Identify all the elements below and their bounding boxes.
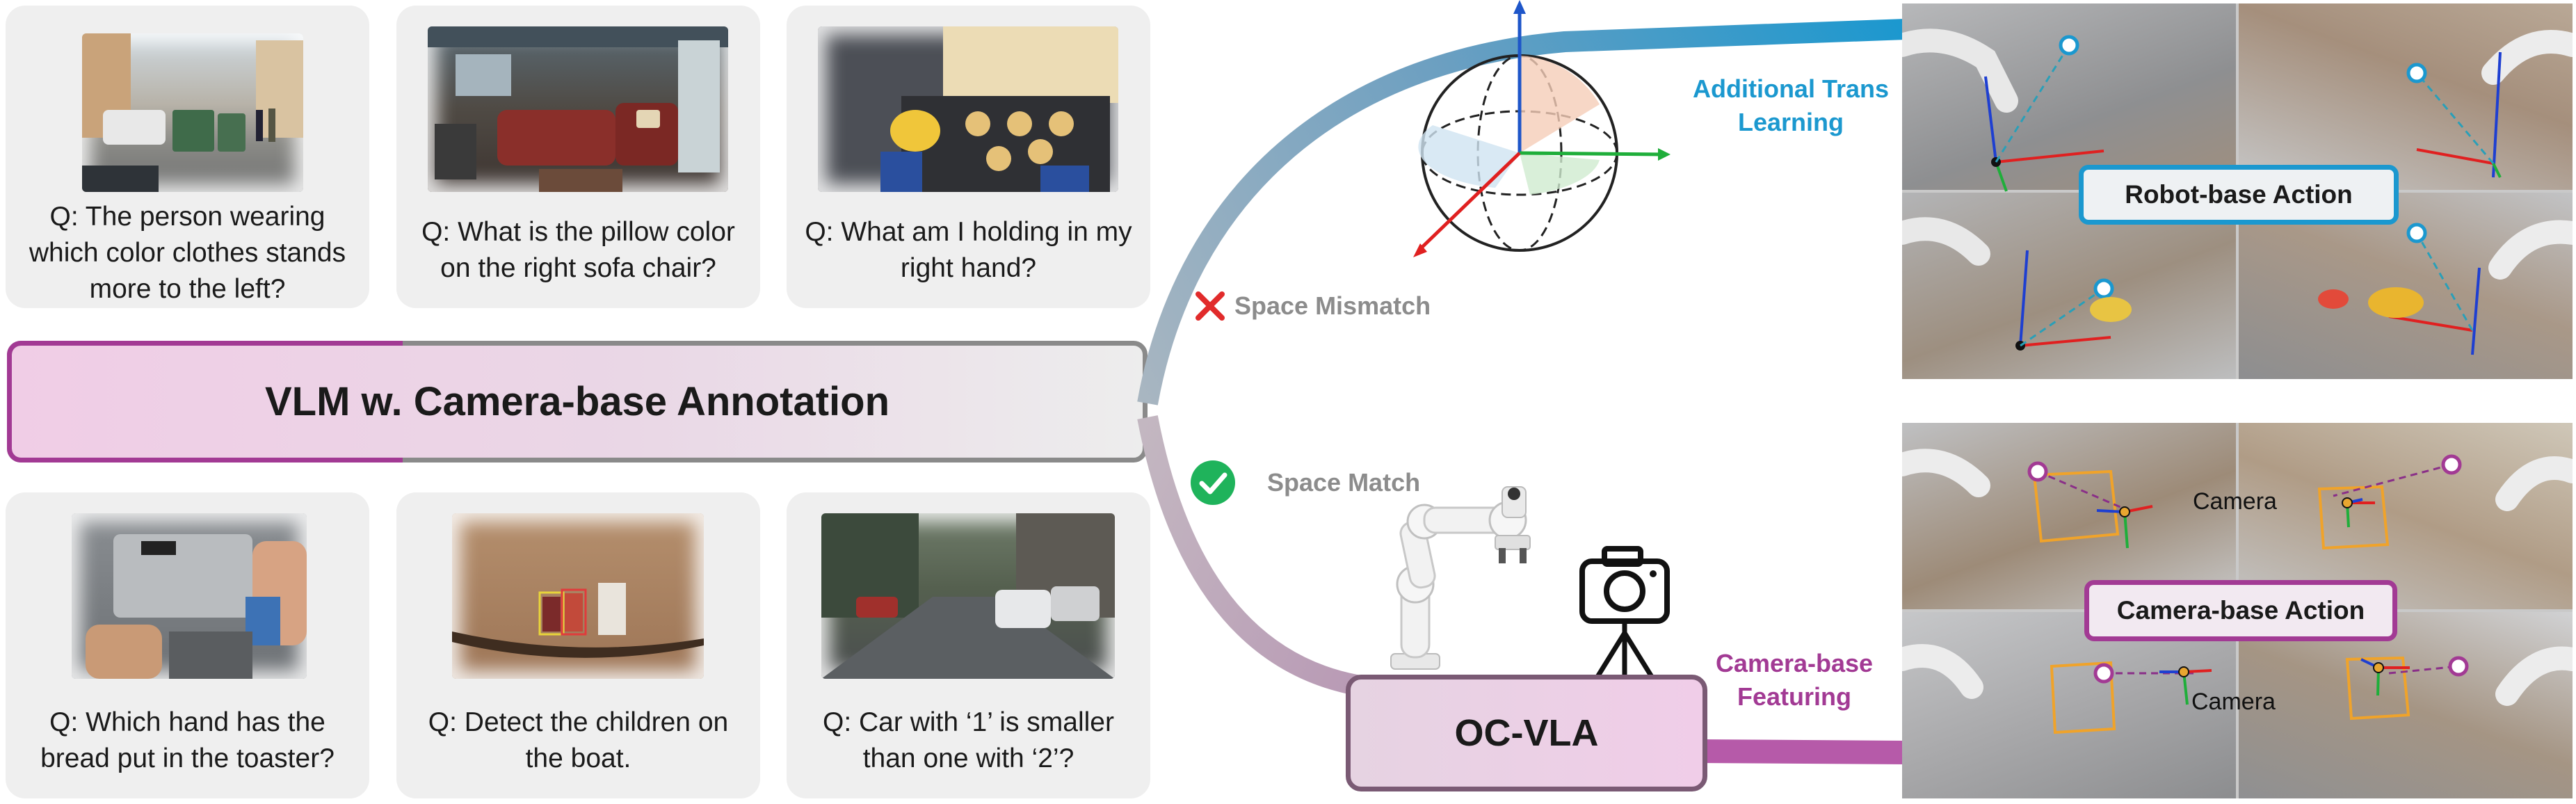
space-match: Space Match: [1189, 459, 1420, 506]
question-text: Q: What am I holding in my right hand?: [805, 217, 1132, 283]
question-text: Q: Car with ‘1’ is smaller than one with…: [823, 707, 1114, 773]
camera-view-3: [1902, 612, 2236, 798]
space-match-label: Space Match: [1267, 468, 1421, 497]
camera-base-action-tag: Camera-base Action: [2084, 580, 2397, 641]
question-text: Q: The person wearing which color clothe…: [29, 202, 346, 304]
robot-base-action-tag: Robot-base Action: [2079, 165, 2399, 225]
kitchen-photo: [818, 26, 1118, 192]
oc-vla-box: OC-VLA: [1346, 675, 1707, 791]
question-card-5: Q: Detect the children on the boat.: [396, 492, 760, 798]
camera-label-1: Camera: [2193, 488, 2277, 515]
camera-view-4: [2239, 612, 2573, 798]
robot-view-2: [2239, 3, 2573, 190]
question-card-6: Q: Car with ‘1’ is smaller than one with…: [787, 492, 1150, 798]
space-mismatch-label: Space Mismatch: [1234, 291, 1431, 320]
living-room-photo: [428, 26, 728, 192]
street-photo: [82, 33, 303, 192]
question-card-2: Q: What is the pillow color on the right…: [396, 6, 760, 308]
question-text: Q: Which hand has the bread put in the t…: [40, 707, 335, 773]
check-icon: [1191, 460, 1235, 505]
camera-label-2: Camera: [2191, 689, 2276, 715]
camera-view-1: [1902, 423, 2236, 609]
camera-view-2: [2239, 423, 2573, 609]
camera-base-action-panel: Camera Camera Camera-base Action: [1902, 423, 2573, 798]
question-card-1: Q: The person wearing which color clothe…: [6, 6, 369, 308]
oc-vla-label: OC-VLA: [1454, 712, 1599, 754]
street-cars-photo: [821, 513, 1115, 679]
banner-title: VLM w. Camera-base Annotation: [264, 379, 890, 424]
robot-arm-icon: [1390, 486, 1531, 670]
cross-icon: [1196, 291, 1225, 321]
camera-base-featuring-label: Camera-base Featuring: [1715, 649, 1874, 711]
question-card-3: Q: What am I holding in my right hand?: [787, 6, 1150, 308]
additional-transfer-label: Additional Trans Learning: [1692, 74, 1890, 136]
question-text: Q: Detect the children on the boat.: [428, 707, 729, 773]
robot-base-action-panel: Robot-base Action: [1902, 3, 2573, 379]
vlm-camera-annotation-banner: VLM w. Camera-base Annotation: [7, 341, 1148, 463]
coordinate-sphere-icon: [1413, 0, 1671, 257]
boat-photo: [452, 513, 704, 679]
question-card-4: Q: Which hand has the bread put in the t…: [6, 492, 369, 798]
space-mismatch: Space Mismatch: [1193, 289, 1431, 323]
camera-icon: [1579, 546, 1670, 678]
question-text: Q: What is the pillow color on the right…: [421, 217, 735, 283]
toaster-photo: [72, 513, 307, 679]
